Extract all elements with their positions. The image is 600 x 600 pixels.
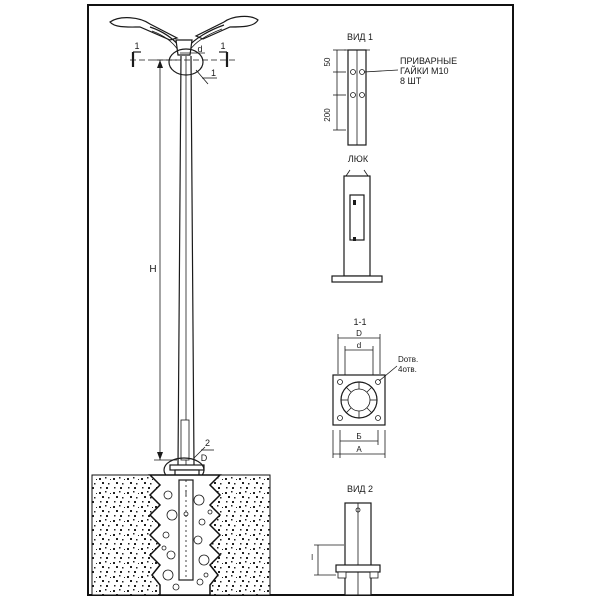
hatch-view: ЛЮК [331, 154, 383, 283]
view1-note-line2: ГАЙКИ М10 [400, 65, 448, 76]
dim-D-base: D [201, 453, 208, 463]
view2-title: ВИД 2 [347, 484, 373, 494]
view1-title: ВИД 1 [347, 32, 373, 42]
drawing-frame [87, 4, 514, 596]
height-label: H [149, 264, 156, 275]
section-hole-label-2: 4отв. [398, 365, 417, 374]
section-hole-label-1: Dотв. [398, 355, 418, 364]
section-dim-D: D [356, 329, 362, 338]
section-mark-left: 1 [134, 41, 139, 51]
view-2: ВИД 2 l [311, 484, 381, 596]
view1-dim-bottom: 200 [323, 108, 332, 122]
section-dim-B: Б [356, 432, 361, 441]
section-dim-d: d [357, 341, 361, 350]
hatch-title: ЛЮК [348, 154, 369, 164]
view2-dim-l: l [311, 553, 313, 562]
left-luminaire [109, 17, 179, 41]
callout-label-2: 2 [205, 438, 210, 448]
pole-shaft [177, 55, 195, 466]
right-luminaire [194, 15, 259, 40]
view1-dim-top: 50 [323, 57, 332, 66]
section-mark-right: 1 [220, 41, 225, 51]
section-dim-A: А [356, 445, 362, 454]
dim-d-top: d [197, 44, 202, 54]
view1-note-line3: 8 ШТ [400, 76, 422, 86]
pole-elevation: 1 1 d 1 H 2 D [91, 15, 271, 596]
view1-note-line1: ПРИВАРНЫЕ [400, 56, 457, 66]
section-title: 1-1 [353, 317, 366, 327]
section-1-1: 1-1 D d Dотв. 4отв. [332, 317, 418, 458]
callout-label-1: 1 [211, 68, 216, 78]
concrete-fill [161, 490, 213, 591]
view-1: ВИД 1 50 200 ПРИВАРНЫЕ ГАЙКИ М10 8 ШТ [323, 32, 457, 146]
